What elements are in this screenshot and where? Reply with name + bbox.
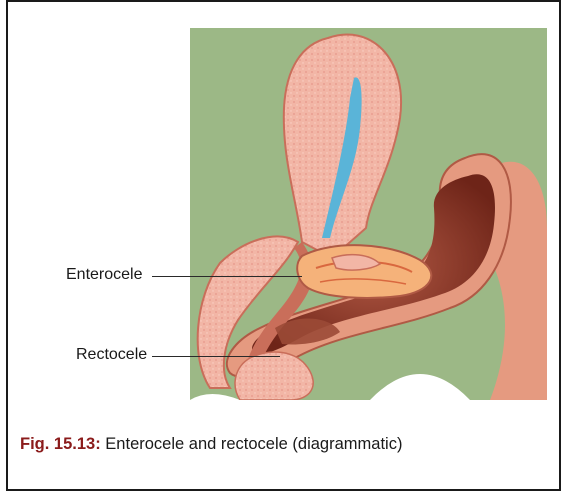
- rectocele-leader: [152, 356, 280, 357]
- enterocele-label: Enterocele: [66, 266, 143, 284]
- anatomical-illustration: [70, 28, 547, 400]
- rectocele-label: Rectocele: [76, 346, 147, 364]
- figure-number: Fig. 15.13:: [20, 435, 101, 453]
- caption-text: Enterocele and rectocele (diagrammatic): [105, 435, 402, 453]
- figure-caption: Fig. 15.13: Enterocele and rectocele (di…: [20, 435, 402, 454]
- figure-frame: Enterocele Rectocele Fig. 15.13: Enteroc…: [6, 0, 561, 491]
- enterocele-leader: [152, 276, 302, 277]
